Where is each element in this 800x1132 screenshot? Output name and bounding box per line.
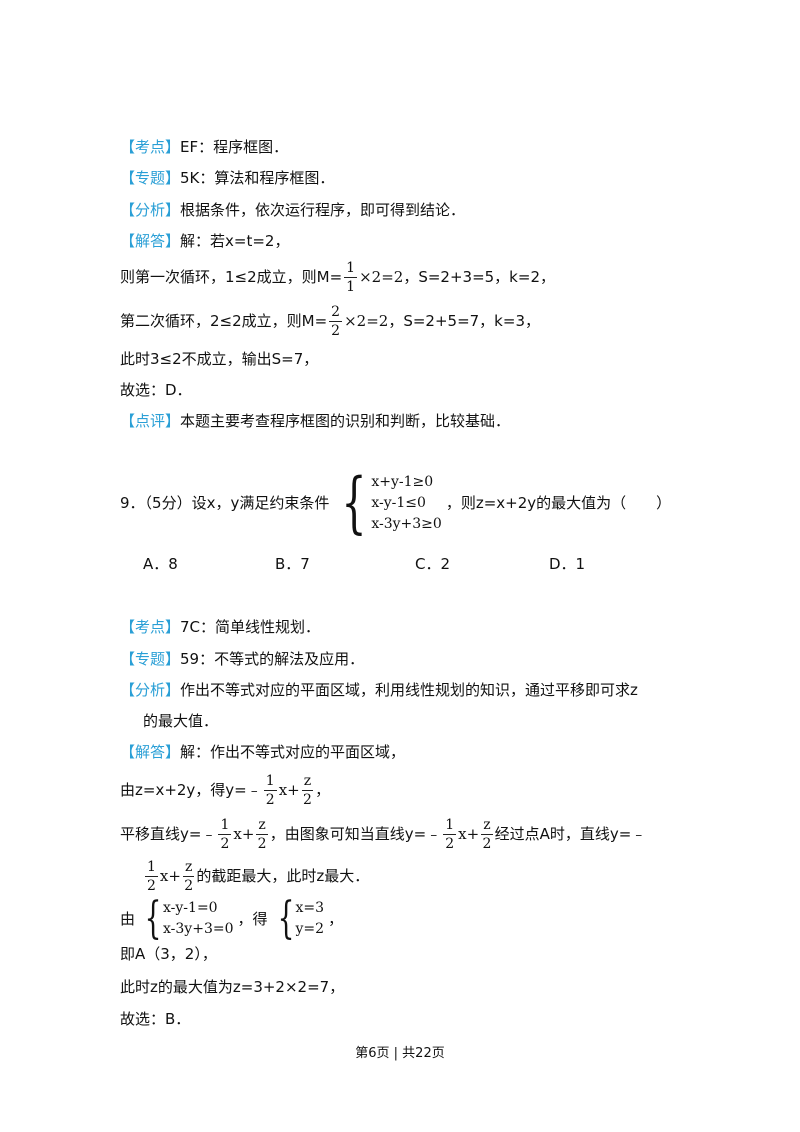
q9-question: 9．（5分）设x，y满足约束条件 { x+y-1≥0 x-y-1≤0 x-3y+… [120, 470, 671, 536]
q9-zhuanti-line: 【专题】59：不等式的解法及应用． [120, 648, 364, 670]
brace-icon: { [144, 893, 162, 944]
q9-zhuanti: 59：不等式的解法及应用． [180, 650, 365, 668]
text: 经过点A时，直线y=﹣ [494, 825, 647, 843]
text: x+ [233, 825, 255, 843]
q9-kaodian: 7C：简单线性规划． [180, 618, 321, 636]
option-b: B．7 [275, 555, 310, 573]
q8-kaodian-line: 【考点】EF：程序框图． [120, 136, 288, 158]
q9-jieda-1: 解：作出不等式对应的平面区域， [180, 743, 406, 761]
tag-kaodian: 【考点】 [120, 138, 181, 156]
equation-system-2: { x=3 y=2 [272, 893, 325, 944]
q8-dianping: 本题主要考查程序框图的识别和判断，比较基础． [180, 412, 511, 430]
equation-system-1: { x-y-1=0 x-3y+3=0 [139, 893, 234, 944]
tag-dianping: 【点评】 [120, 412, 181, 430]
text: ， [315, 781, 331, 799]
tag-kaodian: 【考点】 [120, 618, 181, 636]
q8-jieda-line: 【解答】解：若x=t=2， [120, 230, 289, 252]
q9-constraint-system: { x+y-1≥0 x-y-1≤0 x-3y+3≥0 [333, 464, 442, 541]
text: 平移直线y=﹣ [120, 825, 217, 843]
text: ， [328, 910, 344, 928]
equation: x=3 [295, 900, 325, 916]
q8-loop1-b: ，S=2+3=5，k=2， [403, 268, 555, 286]
q8-fenxi-line: 【分析】根据条件，依次运行程序，即可得到结论． [120, 199, 465, 221]
constraint: x-y-1≤0 [371, 494, 426, 511]
q8-loop2-b: ，S=2+5=7，k=3， [388, 312, 540, 330]
q8-jieda: 解：若x=t=2， [180, 232, 290, 250]
q9-prefix: 9．（5分）设x，y满足约束条件 [120, 494, 330, 512]
tag-fenxi: 【分析】 [120, 681, 181, 699]
text: 的截距最大，此时z最大． [196, 867, 370, 885]
q9-fenxi-2: 的最大值． [143, 712, 219, 730]
q9-line7: 此时z的最大值为z=3+2×2=7， [120, 978, 345, 996]
text: x+ [278, 781, 300, 799]
tag-jieda: 【解答】 [120, 743, 181, 761]
text: x+ [159, 867, 181, 885]
q9-kaodian-line: 【考点】7C：简单线性规划． [120, 616, 320, 638]
q9-fenxi-line: 【分析】作出不等式对应的平面区域，利用线性规划的知识，通过平移即可求z [120, 679, 638, 701]
text: x+ [458, 825, 480, 843]
equation: x-3y+3=0 [163, 921, 234, 937]
option-d: D．1 [549, 555, 586, 573]
q9-line6: 即A（3，2）， [120, 945, 217, 963]
option-c: C．2 [415, 555, 451, 573]
q9-suffix: ，则z=x+2y的最大值为（ ） [445, 494, 672, 512]
q8-zhuanti: 5K：算法和程序框图． [180, 169, 335, 187]
brace-icon: { [277, 893, 294, 944]
q8-fenxi: 根据条件，依次运行程序，即可得到结论． [180, 201, 466, 219]
q8-loop1-mid: ×2=2 [359, 268, 404, 286]
q9-jieda-line: 【解答】解：作出不等式对应的平面区域， [120, 741, 405, 763]
q9-line5: 由 { x-y-1=0 x-3y+3=0 ，得 { x=3 y=2 ， [120, 897, 343, 941]
q9-answer: 故选：B． [120, 1010, 191, 1028]
equation: y=2 [295, 921, 325, 937]
page-footer: 第6页 | 共22页 [355, 1046, 445, 1061]
option-a: A．8 [143, 555, 178, 573]
text: 由z=x+2y，得y=﹣ [120, 781, 262, 799]
constraint: x-3y+3≥0 [371, 515, 442, 532]
q8-loop2-mid: ×2=2 [344, 312, 389, 330]
tag-zhuanti: 【专题】 [120, 650, 181, 668]
q9-fenxi-1: 作出不等式对应的平面区域，利用线性规划的知识，通过平移即可求z [180, 681, 638, 699]
tag-jieda: 【解答】 [120, 232, 181, 250]
q8-loop2-a: 第二次循环，2≤2成立，则M= [120, 312, 328, 330]
text: ，得 [237, 910, 268, 928]
q8-dianping-line: 【点评】本题主要考查程序框图的识别和判断，比较基础． [120, 410, 510, 432]
equation: x-y-1=0 [163, 900, 218, 916]
text: ，由图象可知当直线y=﹣ [269, 825, 442, 843]
text: 由 [120, 910, 136, 928]
q8-loop1-a: 则第一次循环，1≤2成立，则M= [120, 268, 343, 286]
q8-zhuanti-line: 【专题】5K：算法和程序框图． [120, 167, 334, 189]
tag-zhuanti: 【专题】 [120, 169, 181, 187]
q8-kaodian: EF：程序框图． [180, 138, 289, 156]
tag-fenxi: 【分析】 [120, 201, 181, 219]
q8-answer: 故选：D． [120, 381, 192, 399]
brace-icon: { [341, 464, 367, 541]
q8-end: 此时3≤2不成立，输出S=7， [120, 350, 319, 368]
constraint: x+y-1≥0 [371, 473, 434, 490]
